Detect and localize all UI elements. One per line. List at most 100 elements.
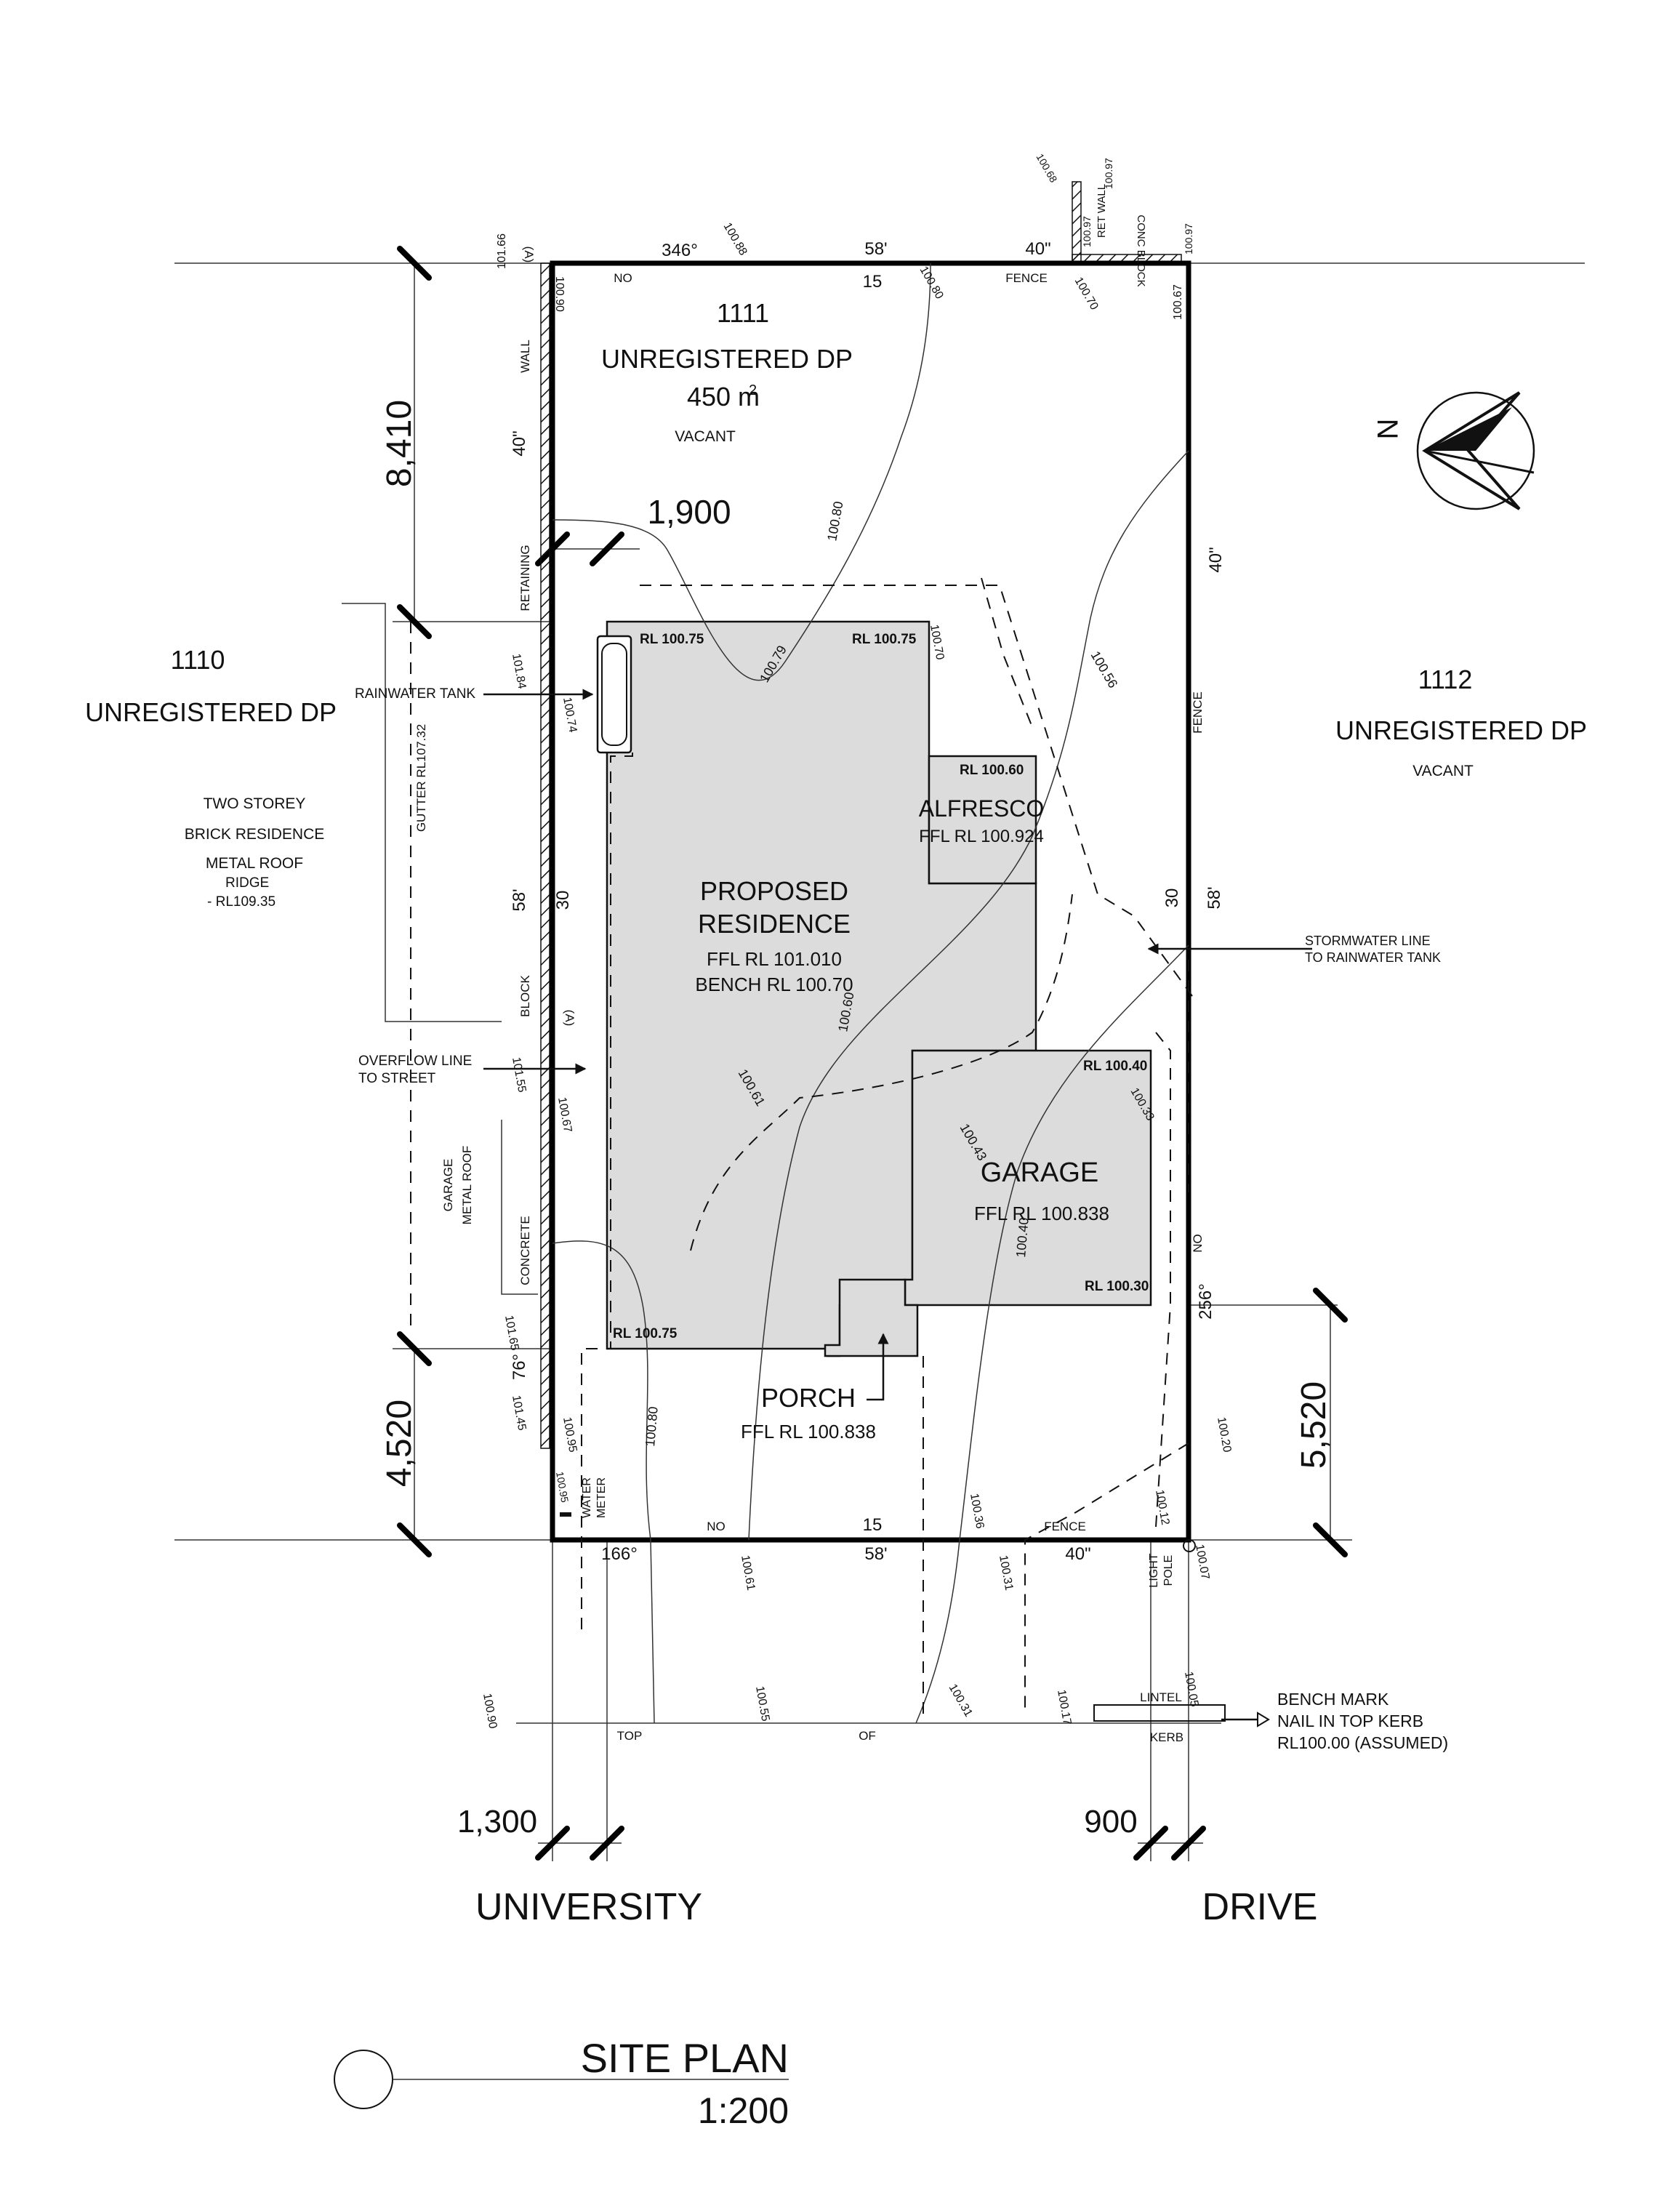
spot-level: 101.45 (510, 1395, 528, 1432)
north-arrow-icon (1416, 391, 1535, 510)
rainwater-tank (596, 635, 632, 754)
street-name-left: UNIVERSITY (475, 1886, 702, 1928)
spot-level: 100.05 (1182, 1671, 1200, 1708)
spot-level: 100.31 (946, 1682, 975, 1720)
right-no: NO (1191, 1234, 1205, 1253)
residence-label-1: PROPOSED (700, 876, 848, 906)
rl-garage-bottom: RL 100.30 (1085, 1279, 1149, 1294)
spot-level: 100.67 (555, 1096, 574, 1133)
residence-bench: BENCH RL 100.70 (695, 974, 853, 995)
drawing-scale: 1:200 (698, 2090, 789, 2131)
spot-level: 100.88 (721, 221, 749, 258)
kerb-of: OF (859, 1729, 876, 1743)
lot-number-1110: 1110 (171, 645, 225, 675)
dim-front-setback: 8,410 (380, 400, 419, 487)
top-fence: FENCE (1005, 271, 1048, 285)
spot-level: 100.97 (1183, 223, 1194, 254)
dim-rear-left: 4,520 (380, 1400, 419, 1487)
spot-level: 100.61 (739, 1554, 757, 1592)
top-min: 58' (864, 239, 887, 259)
lot-dp-1111: UNREGISTERED DP (601, 344, 853, 374)
right-dist: 30 (1162, 888, 1182, 908)
spot-level: 100.95 (560, 1416, 579, 1453)
neighbour-outline (342, 603, 538, 1295)
spot-level: 100.68 (1034, 152, 1059, 185)
spot-level: 100.74 (560, 697, 579, 734)
spot-level: 100.07 (1193, 1544, 1211, 1581)
neighbour-note-1: TWO STOREY (204, 795, 306, 812)
alfresco-ffl: FFL RL 100.924 (919, 827, 1044, 846)
kerb-top: TOP (617, 1729, 643, 1743)
spot-level: 101.65 (502, 1315, 521, 1352)
left-sec: 40" (510, 430, 529, 456)
top-bearing: 346° (662, 241, 698, 260)
left-wall-3: BLOCK (518, 975, 532, 1017)
rl-res-bl: RL 100.75 (613, 1326, 678, 1341)
retaining-wall (540, 262, 550, 1449)
spot-level: 101.84 (510, 653, 528, 690)
overflow-label-2: TO STREET (358, 1071, 436, 1086)
left-wall-2: RETAINING (518, 545, 532, 611)
north-label: N (1371, 419, 1403, 440)
spot-level: 100.80 (643, 1406, 661, 1448)
bottom-fence: FENCE (1044, 1520, 1086, 1533)
porch-ffl: FFL RL 100.838 (741, 1421, 876, 1442)
water-meter-1: WATER (581, 1477, 593, 1518)
title-circle (334, 2050, 393, 2109)
right-fence: FENCE (1191, 691, 1205, 734)
dim-rear-right: 5,520 (1295, 1381, 1333, 1469)
light-pole-1: LIGHT (1148, 1553, 1160, 1587)
rl-garage-top: RL 100.40 (1083, 1059, 1147, 1074)
bench-mark-2: NAIL IN TOP KERB (1277, 1712, 1423, 1730)
right-sec: 40" (1206, 547, 1226, 572)
spot-level: 100.95 (554, 1471, 571, 1504)
bottom-dist: 15 (863, 1515, 883, 1535)
light-pole-2: POLE (1162, 1555, 1175, 1586)
drawing-title: SITE PLAN (581, 2035, 789, 2081)
spot-level: 100.90 (481, 1693, 499, 1730)
bottom-no: NO (707, 1520, 726, 1533)
spot-level: 100.80 (824, 500, 845, 542)
spot-level: 100.40 (1013, 1217, 1032, 1259)
right-min: 58' (1205, 886, 1224, 909)
light-pole (1183, 1539, 1196, 1552)
lintel-label: LINTEL (1140, 1690, 1182, 1704)
spot-level: 100.56 (1088, 649, 1121, 691)
spot-level: 100.70 (1072, 276, 1101, 313)
bench-mark-3: RL100.00 (ASSUMED) (1277, 1733, 1448, 1752)
spot-level: 100.80 (917, 265, 946, 302)
garage-roof-1: GARAGE (441, 1159, 455, 1212)
neighbour-note-2: BRICK RESIDENCE (185, 826, 325, 843)
lot-number-1112: 1112 (1418, 665, 1473, 694)
service-lines (581, 577, 1193, 1716)
top-no: NO (614, 271, 632, 285)
left-wall-1: WALL (518, 340, 532, 373)
overflow-label-1: OVERFLOW LINE (358, 1054, 472, 1069)
left-dist: 30 (553, 891, 573, 910)
dim-bottom-right: 900 (1084, 1804, 1137, 1839)
spot-level: 100.36 (968, 1493, 986, 1530)
lintel (1093, 1704, 1226, 1722)
gutter-label: GUTTER RL107.32 (414, 724, 428, 832)
ret-wall-label: RET WALL (1096, 184, 1108, 238)
spot-level: 100.70 (928, 624, 946, 661)
ret-wall-top (1072, 181, 1082, 264)
dim-bottom-left: 1,300 (457, 1804, 537, 1839)
alfresco-label: ALFRESCO (919, 795, 1044, 822)
dimension-lines (397, 246, 1348, 1861)
water-meter (560, 1512, 571, 1517)
lot-dp-1110: UNREGISTERED DP (85, 697, 337, 727)
spot-level: 101.55 (510, 1056, 528, 1094)
lot-area: 450 m (687, 382, 760, 412)
lot-boundary (550, 260, 1191, 1543)
spot-level: 100.20 (1215, 1416, 1233, 1453)
top-dist: 15 (863, 272, 883, 292)
rainwater-tank-label: RAINWATER TANK (355, 686, 475, 702)
spot-level: 100.55 (753, 1685, 771, 1722)
ridge-label: RIDGE (225, 875, 269, 891)
spot-level: 100.67 (1172, 284, 1184, 320)
residence-ffl: FFL RL 101.010 (707, 948, 842, 970)
lot-dp-1112: UNREGISTERED DP (1335, 715, 1587, 745)
bottom-min: 58' (864, 1544, 887, 1564)
